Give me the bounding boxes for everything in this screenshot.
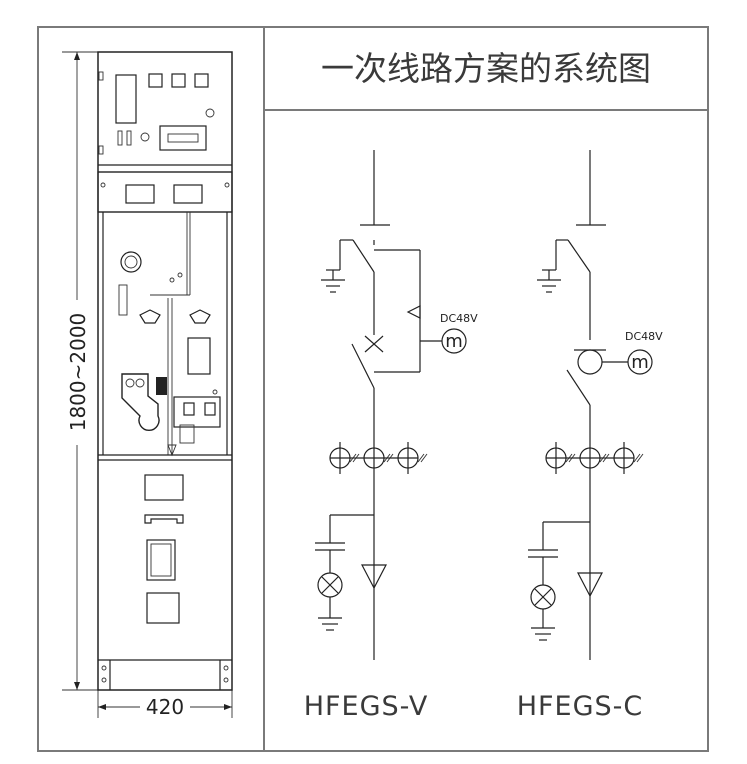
scheme-name-v: HFEGS-V <box>304 691 429 722</box>
height-dimension-label: 1800~2000 <box>66 313 90 432</box>
motor-voltage-c: DC48V <box>625 330 663 343</box>
motor-voltage-v: DC48V <box>440 312 478 325</box>
cabinet-front-view: 1800~2000 420 <box>62 51 233 719</box>
cabinet-outline <box>97 51 233 691</box>
interlock-block <box>156 377 167 395</box>
motor-symbol-c: m <box>631 352 649 373</box>
operating-handle <box>121 373 160 432</box>
scheme-name-c: HFEGS-C <box>517 691 644 722</box>
door-handle <box>144 514 184 524</box>
meter-window <box>115 74 137 124</box>
width-dimension-label: 420 <box>146 695 184 719</box>
width-dimension-line <box>97 690 233 718</box>
outer-frame <box>37 26 709 752</box>
motor-symbol-v: m <box>445 331 463 352</box>
lock-icon <box>205 108 215 118</box>
diagram-title: 一次线路方案的系统图 <box>321 49 651 88</box>
scheme-hfegs-c: m DC48V <box>528 150 663 660</box>
scheme-hfegs-v: m DC48V <box>315 150 478 660</box>
